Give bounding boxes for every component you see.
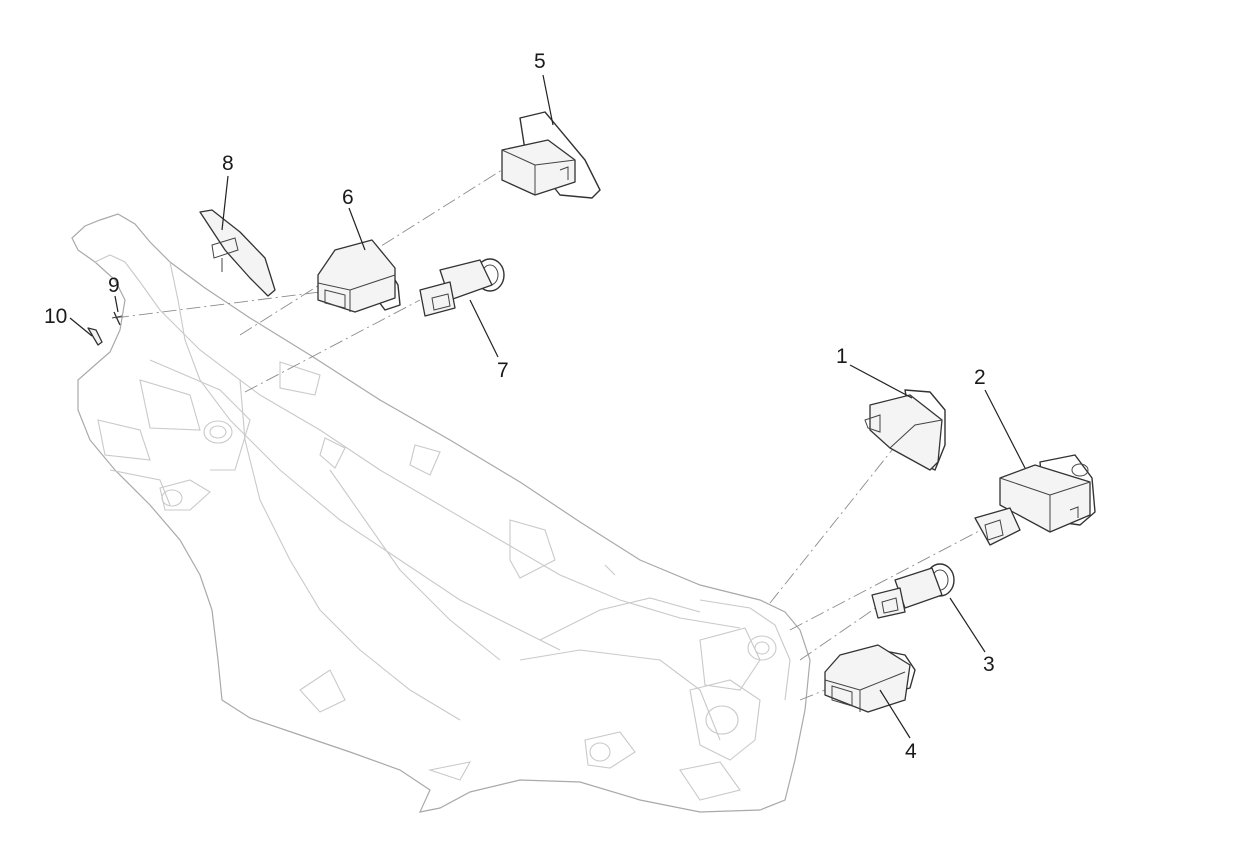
part-4-switch [824,644,916,713]
part-9-pin [111,311,123,326]
part-8-plate [199,209,276,297]
part-2-switch [974,454,1096,546]
callout-4: 4 [905,740,917,763]
part-6-switch [317,239,401,313]
callout-9: 9 [108,274,120,297]
part-7-connector [419,258,505,317]
part-1-switch [864,389,946,471]
part-3-connector [871,563,955,619]
handlebar-rear-cover [71,213,811,813]
callout-2: 2 [974,366,986,389]
callout-3: 3 [983,653,995,676]
callout-6: 6 [342,186,354,209]
part-10-clip [87,327,103,346]
leader-lines [69,74,1026,739]
part-5-switch [501,111,601,199]
callout-7: 7 [497,359,509,382]
callout-1: 1 [836,345,848,368]
callout-10: 10 [44,305,67,328]
callout-numbers: 5 8 6 9 10 7 1 2 3 4 [44,50,995,763]
callout-8: 8 [222,152,234,175]
callout-5: 5 [534,50,546,73]
